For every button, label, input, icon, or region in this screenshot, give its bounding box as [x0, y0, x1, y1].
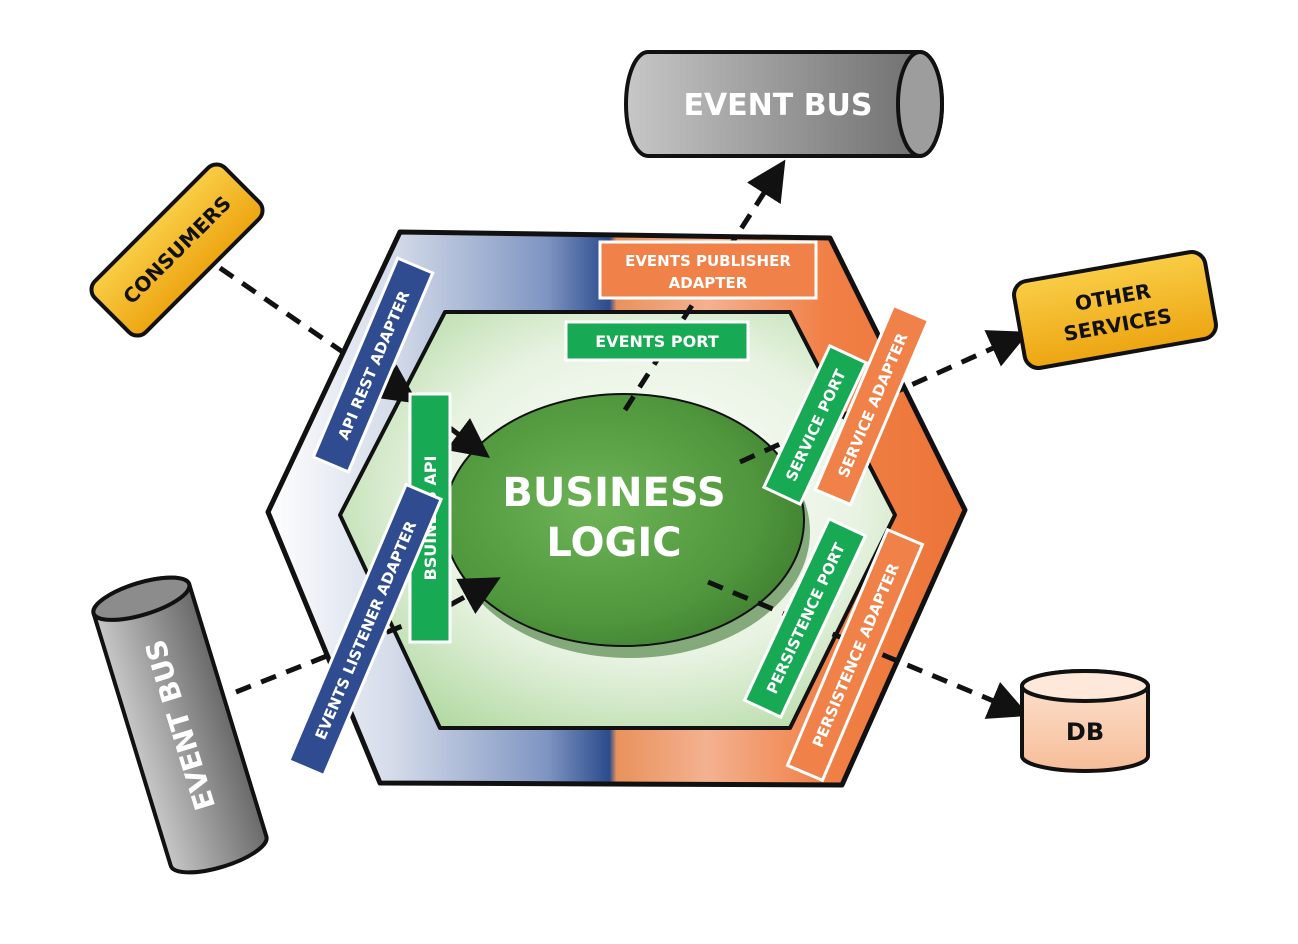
port-events: EVENTS PORT — [564, 320, 750, 362]
connector-eventbus-to-listener — [235, 620, 411, 695]
other-services-box: OTHER SERVICES — [1012, 250, 1218, 370]
adapter-events-publisher-line1: EVENTS PUBLISHER — [625, 252, 791, 270]
core-title-line1: BUSINESS — [502, 470, 725, 516]
event-bus-top-label: EVENT BUS — [683, 88, 872, 123]
adapter-events-publisher-line2: ADAPTER — [669, 274, 748, 292]
connector-listener-to-core — [448, 577, 501, 614]
connector-api-to-core — [446, 418, 490, 458]
event-bus-left: EVENT BUS — [91, 575, 269, 875]
db-cylinder: DB — [1020, 669, 1150, 773]
connector-core-to-services — [738, 330, 1030, 465]
adapter-events-publisher: EVENTS PUBLISHER ADAPTER — [598, 240, 818, 300]
db-label: DB — [1066, 718, 1104, 746]
core-title-line2: LOGIC — [546, 520, 681, 566]
port-events-label: EVENTS PORT — [595, 332, 719, 351]
consumers-box: CONSUMERS — [89, 162, 265, 338]
event-bus-top: EVENT BUS — [624, 50, 944, 158]
